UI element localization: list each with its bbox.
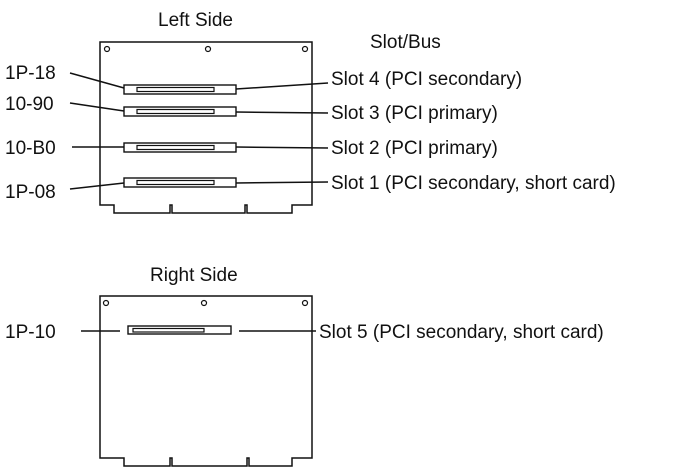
mounting-hole-icon [102,299,110,307]
mounting-hole-icon [301,45,309,53]
slot-1-id-leader [69,182,125,190]
left-board [99,41,313,214]
slot-3-connector [123,106,237,117]
slot-5-id: 1P-10 [5,322,56,343]
slot-4-id: 1P-18 [5,63,56,84]
slot-3-label: Slot 3 (PCI primary) [331,103,498,124]
slot-2-label: Slot 2 (PCI primary) [331,138,498,159]
slot-1-label-leader [235,181,329,184]
slot-bus-title: Slot/Bus [370,32,441,53]
slot-4-connector [123,84,237,95]
mounting-hole-icon [200,299,208,307]
slot-1-connector [123,177,237,188]
right-board-outline [99,295,313,467]
slot-2-label-leader [235,146,329,149]
slot-5-connector [127,325,232,335]
slot-1-label: Slot 1 (PCI secondary, short card) [331,173,616,194]
right-side-title: Right Side [150,265,238,286]
right-board [99,295,313,467]
slot-3-label-leader [235,111,329,114]
slot-2-connector [123,142,237,153]
slot-4-id-leader [69,72,125,89]
mounting-hole-icon [301,299,309,307]
slot-3-id-leader [69,102,125,112]
slot-2-id: 10-B0 [5,138,56,159]
slot-4-label-leader [235,82,329,90]
slot-5-label: Slot 5 (PCI secondary, short card) [319,322,604,343]
slot-4-label: Slot 4 (PCI secondary) [331,69,522,90]
mounting-hole-icon [204,45,212,53]
slot-3-id: 10-90 [5,94,54,115]
slot-1-id: 1P-08 [5,182,56,203]
left-side-title: Left Side [158,10,233,31]
mounting-hole-icon [103,45,111,53]
